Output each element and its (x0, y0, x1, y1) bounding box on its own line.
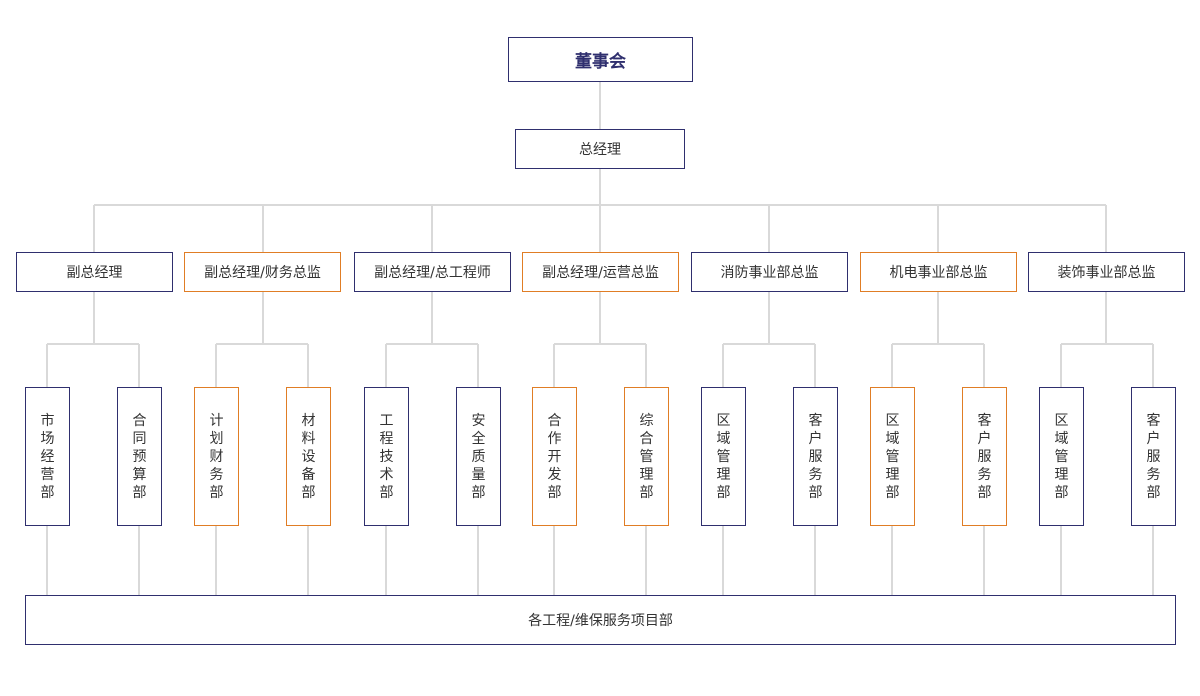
department-node-3: 计划财务部 (194, 387, 239, 526)
division-node-1: 副总经理 (16, 252, 173, 292)
department-node-6: 安全质量部 (456, 387, 501, 526)
department-label: 区域管理部 (1054, 412, 1069, 501)
department-label: 工程技术部 (379, 412, 394, 501)
division-node-2: 副总经理/财务总监 (184, 252, 341, 292)
department-label: 计划财务部 (209, 412, 224, 501)
division-label: 副总经理/总工程师 (374, 265, 491, 281)
department-node-13: 区域管理部 (1039, 387, 1084, 526)
division-node-7: 装饰事业部总监 (1028, 252, 1185, 292)
division-label: 机电事业部总监 (889, 265, 988, 281)
department-node-2: 合同预算部 (117, 387, 162, 526)
department-label: 综合管理部 (639, 412, 654, 501)
division-node-5: 消防事业部总监 (691, 252, 848, 292)
department-label: 市场经营部 (40, 412, 55, 501)
department-node-14: 客户服务部 (1131, 387, 1176, 526)
department-node-11: 区域管理部 (870, 387, 915, 526)
department-node-8: 综合管理部 (624, 387, 669, 526)
department-label: 合作开发部 (547, 412, 562, 501)
department-node-12: 客户服务部 (962, 387, 1007, 526)
department-label: 客户服务部 (808, 412, 823, 501)
board-label: 董事会 (575, 52, 626, 72)
division-node-6: 机电事业部总监 (860, 252, 1017, 292)
board-node: 董事会 (508, 37, 693, 82)
department-node-7: 合作开发部 (532, 387, 577, 526)
department-node-5: 工程技术部 (364, 387, 409, 526)
department-node-1: 市场经营部 (25, 387, 70, 526)
department-label: 安全质量部 (471, 412, 486, 501)
department-node-10: 客户服务部 (793, 387, 838, 526)
project-departments-label: 各工程/维保服务项目部 (528, 613, 673, 629)
division-node-4: 副总经理/运营总监 (522, 252, 679, 292)
department-label: 客户服务部 (1146, 412, 1161, 501)
department-node-4: 材料设备部 (286, 387, 331, 526)
division-label: 副总经理/财务总监 (204, 265, 321, 281)
division-label: 副总经理 (66, 265, 123, 281)
department-node-9: 区域管理部 (701, 387, 746, 526)
division-label: 消防事业部总监 (720, 265, 819, 281)
project-departments-node: 各工程/维保服务项目部 (25, 595, 1176, 645)
department-label: 区域管理部 (716, 412, 731, 501)
general-manager-label: 总经理 (579, 142, 621, 158)
division-label: 装饰事业部总监 (1057, 265, 1156, 281)
department-label: 合同预算部 (132, 412, 147, 501)
division-label: 副总经理/运营总监 (542, 265, 659, 281)
department-label: 区域管理部 (885, 412, 900, 501)
general-manager-node: 总经理 (515, 129, 685, 169)
division-node-3: 副总经理/总工程师 (354, 252, 511, 292)
department-label: 材料设备部 (301, 412, 316, 501)
department-label: 客户服务部 (977, 412, 992, 501)
